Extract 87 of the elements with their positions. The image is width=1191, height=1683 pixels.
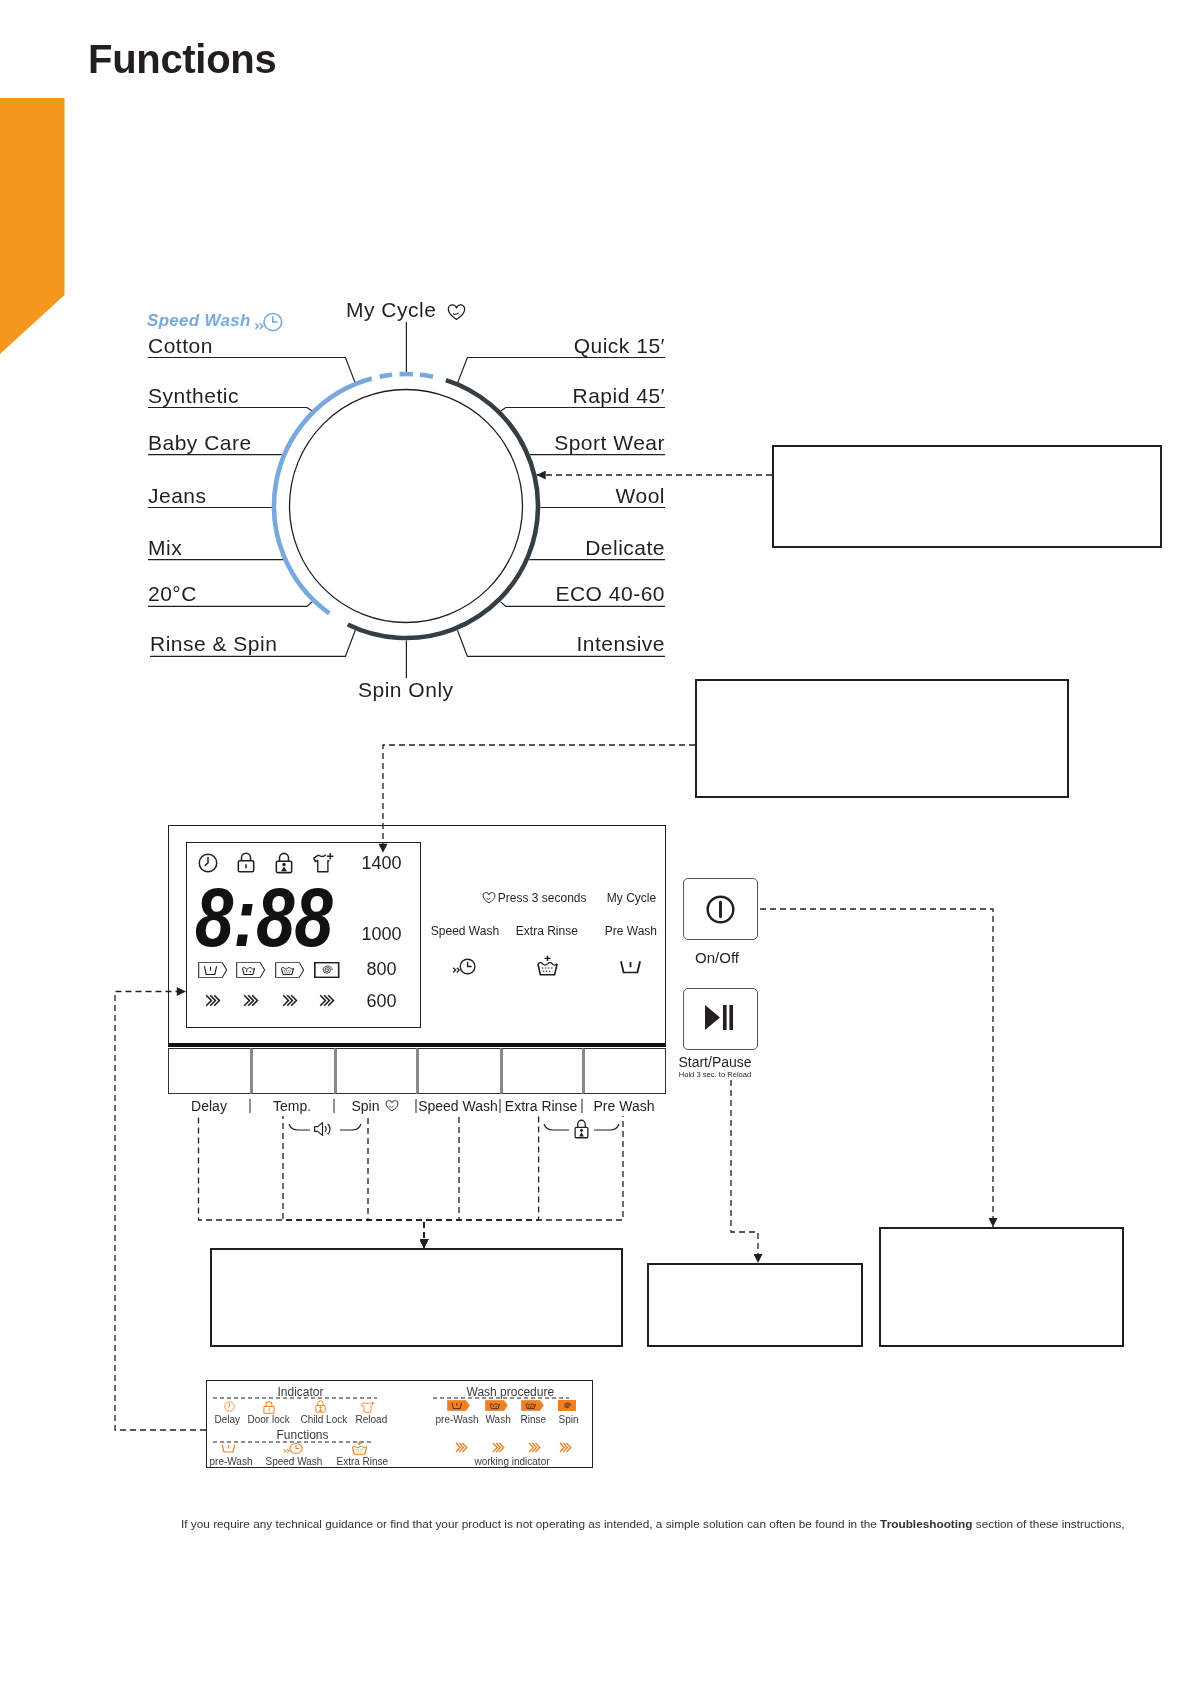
program-label: Rinse & Spin <box>150 632 278 657</box>
panel-label: Press 3 seconds <box>497 890 587 905</box>
legend-label: Extra Rinse <box>336 1455 389 1467</box>
panel-button <box>416 1048 500 1116</box>
button-label: Start/Pause <box>678 1054 752 1070</box>
button-label: Extra Rinse <box>504 1098 578 1114</box>
leader-line <box>405 321 407 373</box>
legend-label: Spin <box>558 1414 579 1425</box>
panel-label: My Cycle <box>606 890 657 905</box>
legend-label: Reload <box>355 1414 388 1425</box>
leader-line <box>500 406 666 412</box>
program-label: Intensive <box>576 632 665 657</box>
leader-line <box>456 629 666 657</box>
button-label: Delay <box>191 1098 227 1114</box>
legend-label: pre-Wash <box>435 1414 479 1425</box>
program-label: Baby Care <box>148 430 252 455</box>
footer-note: If you require any technical guidance or find that your product is not operating as intended, a simple solution can often be found in the Troubleshooting section of these instructions, <box>181 1517 1125 1531</box>
leader-line <box>147 454 284 456</box>
leader-line <box>457 356 666 384</box>
program-label: Delicate <box>585 535 665 560</box>
program-label: Quick 15′ <box>573 333 665 358</box>
program-label: Wool <box>615 483 665 508</box>
legend-panel <box>206 1380 593 1468</box>
leader-line <box>147 406 313 412</box>
button-label: On/Off <box>695 949 739 966</box>
program-label: Mix <box>148 535 183 560</box>
control-panel <box>168 825 666 1047</box>
panel-label: Speed Wash <box>430 923 500 938</box>
program-label: Jeans <box>148 483 207 508</box>
callout-box <box>772 445 1162 548</box>
speed-value: 600 <box>366 991 397 1012</box>
panel-label: Extra Rinse <box>515 923 578 938</box>
program-label: Rapid 45′ <box>572 383 665 408</box>
program-label: My Cycle <box>346 298 437 322</box>
leader-line <box>147 356 356 384</box>
speed-value: 1000 <box>361 924 402 945</box>
arrow <box>378 744 696 854</box>
legend-label: pre-Wash <box>209 1455 253 1467</box>
leader-line <box>147 601 313 607</box>
leader-line <box>539 506 666 509</box>
legend-label: Door lock <box>247 1414 290 1425</box>
arrow <box>759 908 998 1228</box>
panel-button <box>334 1048 416 1116</box>
leader-line <box>529 454 666 456</box>
program-label: Cotton <box>148 333 213 358</box>
speed-value: 800 <box>366 959 397 980</box>
button-label: Spin <box>351 1098 380 1114</box>
lcd-display <box>185 841 421 1028</box>
panel-label: Pre Wash <box>604 923 658 938</box>
arc-caption: Speed Wash <box>147 311 251 331</box>
page-title: Functions <box>88 36 277 82</box>
leader-line <box>528 559 666 561</box>
legend-label: Delay <box>214 1414 241 1425</box>
leader-line <box>405 639 407 679</box>
display-digits: 8:88 <box>195 875 334 960</box>
program-label: Synthetic <box>148 383 239 408</box>
program-label: 20°C <box>148 582 197 607</box>
arrow <box>730 1079 763 1264</box>
leader-line <box>147 506 273 509</box>
arrow <box>536 470 773 480</box>
button-label: Temp. <box>272 1098 312 1114</box>
legend-label: working indicator <box>474 1455 550 1467</box>
legend-label: Wash <box>485 1414 511 1425</box>
button-label: Speed Wash <box>418 1098 498 1114</box>
legend-heading: Wash procedure <box>466 1384 555 1399</box>
program-label: Spin Only <box>358 678 454 702</box>
callout-box <box>210 1248 623 1347</box>
side-tab <box>0 98 65 354</box>
callout-box <box>879 1227 1124 1347</box>
legend-label: Speed Wash <box>265 1455 323 1467</box>
panel-button <box>168 1048 250 1116</box>
program-label: Sport Wear <box>554 430 665 455</box>
callout-box <box>647 1263 863 1347</box>
legend-heading: Functions <box>276 1427 329 1442</box>
panel-button <box>250 1048 334 1116</box>
legend-label: Child Lock <box>300 1414 348 1425</box>
legend-heading: Indicator <box>277 1384 324 1399</box>
legend-label: Rinse <box>520 1414 547 1425</box>
leader-line <box>147 559 284 561</box>
callout-box <box>695 679 1069 798</box>
arrow <box>114 987 207 1431</box>
program-label: ECO 40-60 <box>555 582 665 607</box>
button-label: Pre Wash <box>593 1098 655 1114</box>
arrow <box>419 1115 624 1249</box>
speed-value: 1400 <box>361 852 402 873</box>
leader-line <box>499 601 666 607</box>
leader-line <box>149 629 356 657</box>
